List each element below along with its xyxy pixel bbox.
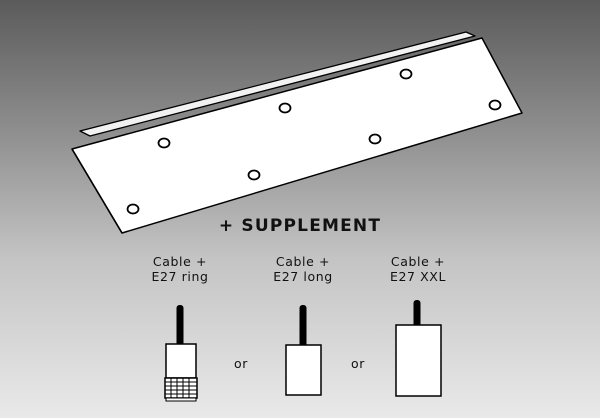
plate-hole <box>126 203 140 215</box>
socket-body <box>165 343 197 379</box>
option-line-2: E27 XXL <box>389 269 447 284</box>
e27-ring-socket-illustration <box>164 305 198 402</box>
cable <box>176 305 184 346</box>
e27-long-socket-illustration <box>285 305 322 396</box>
plate-hole <box>157 137 171 149</box>
option-line-1: Cable + <box>390 254 446 269</box>
plate-hole <box>368 133 382 145</box>
supplement-heading: + SUPPLEMENT <box>218 216 382 236</box>
plate-hole <box>247 169 261 181</box>
plate-hole <box>278 102 292 114</box>
socket-ring <box>164 377 198 399</box>
cable <box>299 305 307 347</box>
plate-front-edge <box>71 148 123 234</box>
e27-xxl-socket-illustration <box>395 300 442 397</box>
plate-back-rim <box>79 31 476 137</box>
cable <box>413 300 421 329</box>
option-line-1: Cable + <box>275 254 331 269</box>
mounting-plate <box>71 37 523 234</box>
option-label-e27-ring: Cable + E27 ring <box>130 254 230 284</box>
option-line-1: Cable + <box>152 254 208 269</box>
socket-body <box>285 344 322 396</box>
or-separator: or <box>351 356 365 371</box>
plate-hole <box>488 99 502 111</box>
socket-body <box>395 324 442 397</box>
option-label-e27-long: Cable + E27 long <box>253 254 353 284</box>
option-line-2: E27 long <box>273 269 333 284</box>
plate-hole <box>399 68 413 80</box>
option-line-2: E27 ring <box>151 269 209 284</box>
option-label-e27-xxl: Cable + E27 XXL <box>368 254 468 284</box>
or-separator: or <box>234 356 248 371</box>
